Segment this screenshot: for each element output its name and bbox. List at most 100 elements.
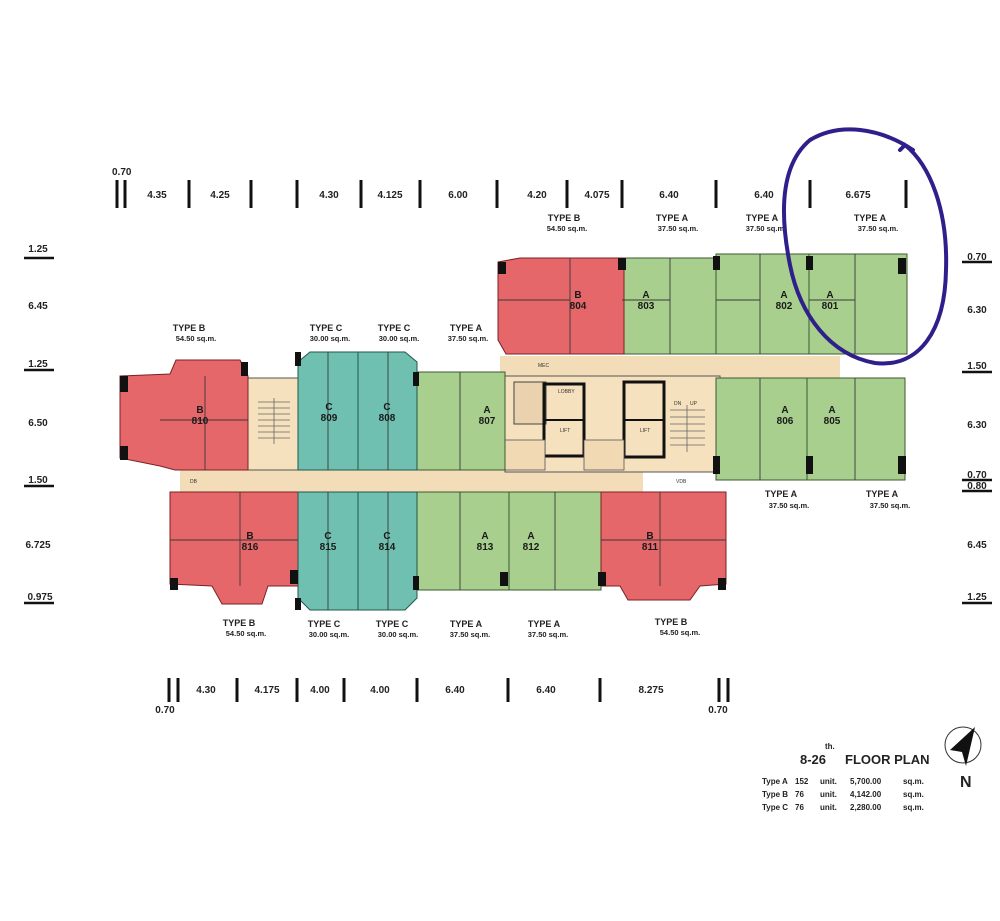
- dim-bottom-right-small: 0.70: [708, 705, 728, 716]
- title-floors: 8-26: [800, 752, 826, 767]
- unit-811[interactable]: [600, 491, 727, 601]
- unit-810[interactable]: [119, 359, 249, 471]
- dim-right: 0.70: [967, 252, 987, 263]
- summary-area-unit: sq.m.: [903, 803, 924, 812]
- dim-left: 1.50: [28, 475, 48, 486]
- column: [295, 352, 301, 366]
- type-label-814: TYPE C 30.00 sq.m.: [376, 619, 418, 639]
- type-label-801: TYPE A 37.50 sq.m.: [854, 213, 898, 233]
- unit-summary-table: Type A 152 unit. 5,700.00 sq.m. Type B 7…: [762, 777, 924, 812]
- type-name: TYPE A: [528, 619, 561, 629]
- summary-unit-word: unit.: [820, 777, 837, 786]
- bottom-dimension-row: [167, 678, 730, 702]
- dim-bottom: 4.30: [196, 685, 216, 696]
- dim-right: 0.70: [967, 470, 987, 481]
- type-name: TYPE A: [866, 489, 899, 499]
- type-area: 30.00 sq.m.: [378, 630, 418, 639]
- service-room: [583, 439, 625, 471]
- summary-area: 5,700.00: [850, 777, 882, 786]
- type-label-809: TYPE C 30.00 sq.m.: [310, 323, 350, 343]
- unit-804[interactable]: [497, 257, 625, 355]
- dim-bottom: 4.175: [254, 685, 279, 696]
- room-tag: DB: [190, 479, 198, 485]
- room-tag: LOBBY: [558, 389, 575, 395]
- type-area: 30.00 sq.m.: [309, 630, 349, 639]
- room-tag: LIFT: [640, 428, 650, 434]
- dim-left: 1.25: [28, 244, 48, 255]
- room-tag: MEC: [538, 363, 550, 369]
- type-name: TYPE A: [854, 213, 887, 223]
- type-area: 37.50 sq.m.: [870, 501, 910, 510]
- type-label-805: TYPE A 37.50 sq.m.: [866, 489, 910, 510]
- column: [713, 456, 720, 474]
- column: [120, 376, 128, 392]
- column: [498, 262, 506, 274]
- unit-805[interactable]: [806, 377, 906, 481]
- type-label-811: TYPE B 54.50 sq.m.: [655, 617, 700, 637]
- type-name: TYPE A: [656, 213, 689, 223]
- bottom-dimension-labels: 4.30 4.175 4.00 4.00 6.40 6.40 8.275: [196, 685, 664, 696]
- type-label-802: TYPE A 37.50 sq.m.: [746, 213, 786, 233]
- dim-bottom: 8.275: [638, 685, 663, 696]
- dim-left: 6.725: [25, 540, 50, 551]
- column: [618, 258, 626, 270]
- dim-bottom: 4.00: [310, 685, 330, 696]
- title-superscript: th.: [825, 742, 835, 751]
- lobby-room: [513, 381, 547, 425]
- unit-806[interactable]: [715, 377, 810, 481]
- summary-type: Type B: [762, 790, 788, 799]
- type-a-units: [416, 253, 908, 591]
- type-area: 37.50 sq.m.: [658, 224, 698, 233]
- dim-top: 4.20: [527, 190, 547, 201]
- dim-top: 4.30: [319, 190, 339, 201]
- type-name: TYPE C: [310, 323, 343, 333]
- annotation-circle: [782, 127, 949, 366]
- dim-bottom-left-small: 0.70: [155, 705, 175, 716]
- dim-right: 1.25: [967, 592, 987, 603]
- west-stair: [258, 398, 290, 444]
- type-area: 37.50 sq.m.: [528, 630, 568, 639]
- type-label-807: TYPE A 37.50 sq.m.: [448, 323, 488, 343]
- dim-left: 6.45: [28, 301, 48, 312]
- unit-814[interactable]: [357, 491, 418, 611]
- column: [290, 570, 298, 584]
- unit-802[interactable]: [715, 253, 812, 355]
- summary-row-c: Type C 76 unit. 2,280.00 sq.m.: [762, 803, 924, 812]
- west-stair-core: [247, 377, 299, 471]
- column: [713, 256, 720, 270]
- dim-left: 6.50: [28, 418, 48, 429]
- right-dimension-labels: 0.70 6.30 1.50 6.30 0.70 0.80 6.45 1.25: [967, 252, 987, 603]
- summary-unit-word: unit.: [820, 803, 837, 812]
- left-dimension-labels: 1.25 6.45 1.25 6.50 1.50 6.725 0.975: [25, 244, 52, 603]
- unit-816[interactable]: [169, 491, 299, 605]
- summary-area: 2,280.00: [850, 803, 882, 812]
- unit-807[interactable]: [416, 371, 506, 471]
- type-area: 37.50 sq.m.: [746, 224, 786, 233]
- type-area: 54.50 sq.m.: [176, 334, 216, 343]
- dim-right: 1.50: [967, 361, 987, 372]
- summary-row-a: Type A 152 unit. 5,700.00 sq.m.: [762, 777, 924, 786]
- unit-813[interactable]: [416, 491, 512, 591]
- dim-top: 4.125: [377, 190, 402, 201]
- north-arrow: N: [944, 726, 982, 791]
- summary-area-unit: sq.m.: [903, 777, 924, 786]
- type-name: TYPE A: [450, 323, 483, 333]
- type-name: TYPE C: [378, 323, 411, 333]
- column: [170, 578, 178, 590]
- dim-right: 0.80: [967, 481, 987, 492]
- north-arrow-icon: [950, 727, 975, 766]
- summary-type: Type C: [762, 803, 788, 812]
- type-label-810: TYPE B 54.50 sq.m.: [173, 323, 216, 343]
- summary-area: 4,142.00: [850, 790, 882, 799]
- unit-808[interactable]: [357, 351, 418, 471]
- title-block: th. 8-26 FLOOR PLAN: [800, 742, 930, 767]
- type-label-812: TYPE A 37.50 sq.m.: [528, 619, 568, 639]
- dim-bottom: 6.40: [445, 685, 465, 696]
- summary-type: Type A: [762, 777, 788, 786]
